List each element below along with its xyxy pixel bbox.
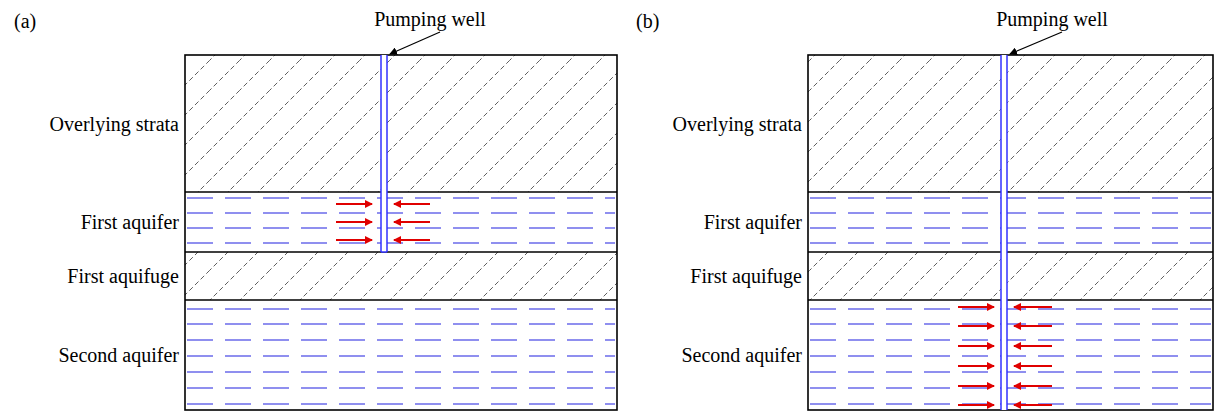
- layer-label: First aquifer: [704, 211, 802, 233]
- strata-layer: Overlying strata: [808, 55, 1213, 192]
- layer-label: Second aquifer: [58, 344, 179, 366]
- strata-layer: First aquifuge: [185, 252, 617, 300]
- panel-letter: (b): [636, 10, 659, 32]
- well-label: Pumping well: [996, 8, 1108, 30]
- layer-label: Second aquifer: [681, 344, 802, 366]
- strata-layer: Second aquifer: [808, 300, 1213, 410]
- layer-label: First aquifuge: [67, 265, 179, 287]
- layer-label: Overlying strata: [673, 113, 802, 135]
- layer-label: First aquifuge: [690, 265, 802, 287]
- well-label: Pumping well: [374, 8, 486, 30]
- strata-layer: First aquifer: [185, 192, 617, 252]
- strata-layer: First aquifuge: [808, 252, 1213, 300]
- panel-letter: (a): [14, 10, 36, 32]
- strata-layer: First aquifer: [808, 192, 1213, 252]
- layer-label: First aquifer: [81, 211, 179, 233]
- strata-layer: Second aquifer: [185, 300, 617, 410]
- strata-layer: Overlying strata: [185, 55, 617, 192]
- layer-label: Overlying strata: [50, 113, 179, 135]
